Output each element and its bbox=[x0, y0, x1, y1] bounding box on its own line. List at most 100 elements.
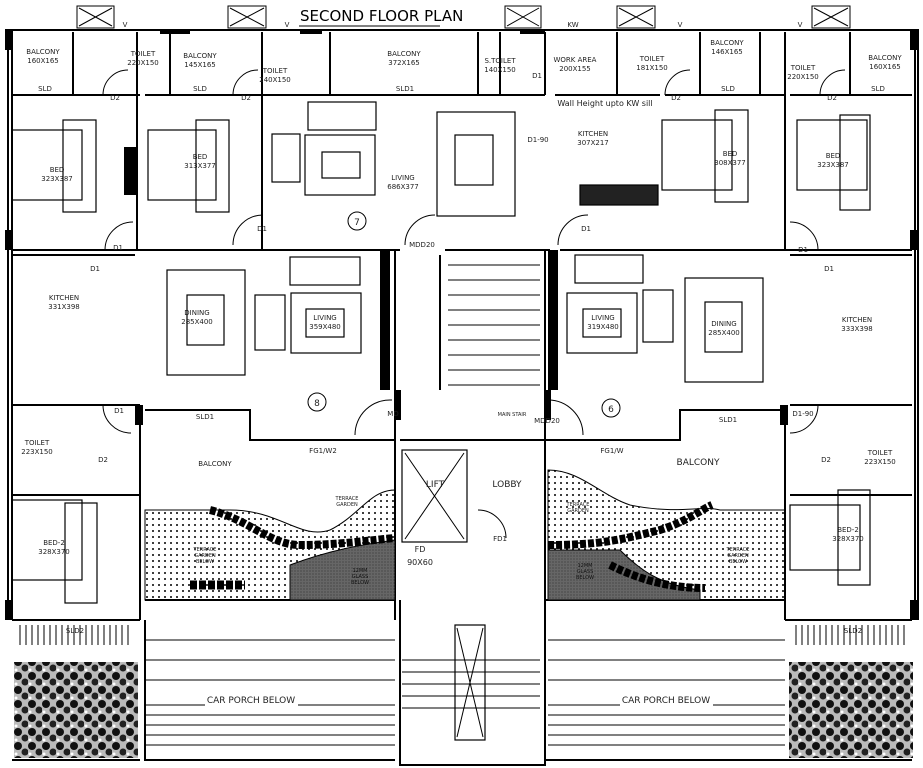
tag-d1-90: D1-90 bbox=[792, 410, 813, 418]
tag-d2: D2 bbox=[821, 456, 831, 464]
tag-sld1: SLD1 bbox=[719, 416, 737, 424]
door-swings bbox=[102, 69, 846, 539]
tag-sld: SLD bbox=[721, 85, 735, 93]
balcony-label-left: BALCONY bbox=[198, 460, 232, 468]
lift-label: LIFT bbox=[426, 480, 445, 490]
lift-shaft bbox=[401, 449, 468, 543]
tag-d2: D2 bbox=[110, 94, 120, 102]
tag-d1: D1 bbox=[824, 265, 834, 273]
tag-sld1: SLD1 bbox=[196, 413, 214, 421]
railings bbox=[19, 264, 905, 746]
balcony-label-right: BALCONY bbox=[677, 458, 720, 468]
tag-sld: SLD bbox=[871, 85, 885, 93]
tag-sld1: SLD1 bbox=[396, 85, 414, 93]
duct-shafts bbox=[76, 5, 851, 29]
fd-label: FD bbox=[415, 545, 426, 554]
tag-d1: D1 bbox=[113, 244, 123, 252]
tag-v: V bbox=[123, 21, 128, 29]
main-stair-label: MAIN STAIR bbox=[498, 412, 527, 418]
planter-left bbox=[14, 662, 138, 758]
tag-d1: D1 bbox=[798, 246, 808, 254]
tag-d1: D1 bbox=[90, 265, 100, 273]
unit-number-6: 6 bbox=[608, 405, 614, 415]
car-porch-label-left: CAR PORCH BELOW bbox=[207, 696, 295, 706]
tag-d1: D1 bbox=[532, 72, 542, 80]
wall-height-note: Wall Height upto KW sill bbox=[557, 99, 652, 108]
tag-d2: D2 bbox=[98, 456, 108, 464]
unit-markers: 7 8 6 bbox=[307, 211, 621, 418]
md-d20-label-top: MDD20 bbox=[409, 241, 435, 249]
tag-fg1-w2: FG1/W2 bbox=[309, 447, 337, 455]
tag-d2: D2 bbox=[671, 94, 681, 102]
tag-d1: D1 bbox=[581, 225, 591, 233]
tag-d1: D1 bbox=[114, 407, 124, 415]
tag-sld2: SLD2 bbox=[844, 627, 862, 635]
lift-cross bbox=[404, 452, 465, 540]
tag-v: V bbox=[678, 21, 683, 29]
tag-v: V bbox=[798, 21, 803, 29]
fd1-label: FD1 bbox=[493, 535, 507, 543]
tag-v: V bbox=[285, 21, 290, 29]
lobby-label: LOBBY bbox=[492, 480, 522, 490]
md-d20-label-right: MDD20 bbox=[534, 417, 560, 425]
tag-sld2: SLD2 bbox=[66, 627, 84, 635]
tag-sld: SLD bbox=[38, 85, 52, 93]
md-label: MD bbox=[387, 410, 398, 418]
plan-title: SECOND FLOOR PLAN bbox=[300, 7, 463, 25]
tag-d1-90: D1-90 bbox=[527, 136, 548, 144]
tag-kw: KW bbox=[567, 21, 578, 29]
unit-number-7: 7 bbox=[354, 218, 360, 228]
tag-sld: SLD bbox=[193, 85, 207, 93]
tag-d2: D2 bbox=[241, 94, 251, 102]
terrace-garden-left bbox=[144, 489, 396, 601]
tag-d1: D1 bbox=[257, 225, 267, 233]
annotations: Wall Height upto KW sill BALCONY BALCONY… bbox=[193, 99, 750, 706]
opening-tags: SLD SLD SLD1 SLD SLD SLD1 SLD1 SLD2 SLD2… bbox=[38, 21, 885, 635]
planter-right bbox=[789, 662, 913, 758]
car-porch-label-right: CAR PORCH BELOW bbox=[622, 696, 710, 706]
tag-fg1-w: FG1/W bbox=[600, 447, 623, 455]
thick-columns bbox=[5, 30, 918, 620]
walls bbox=[5, 29, 919, 766]
stair-well-cross bbox=[456, 627, 484, 738]
unit-number-8: 8 bbox=[314, 399, 320, 409]
terrace-garden-right bbox=[547, 469, 786, 601]
stair-well bbox=[454, 624, 486, 741]
furniture bbox=[11, 101, 871, 604]
